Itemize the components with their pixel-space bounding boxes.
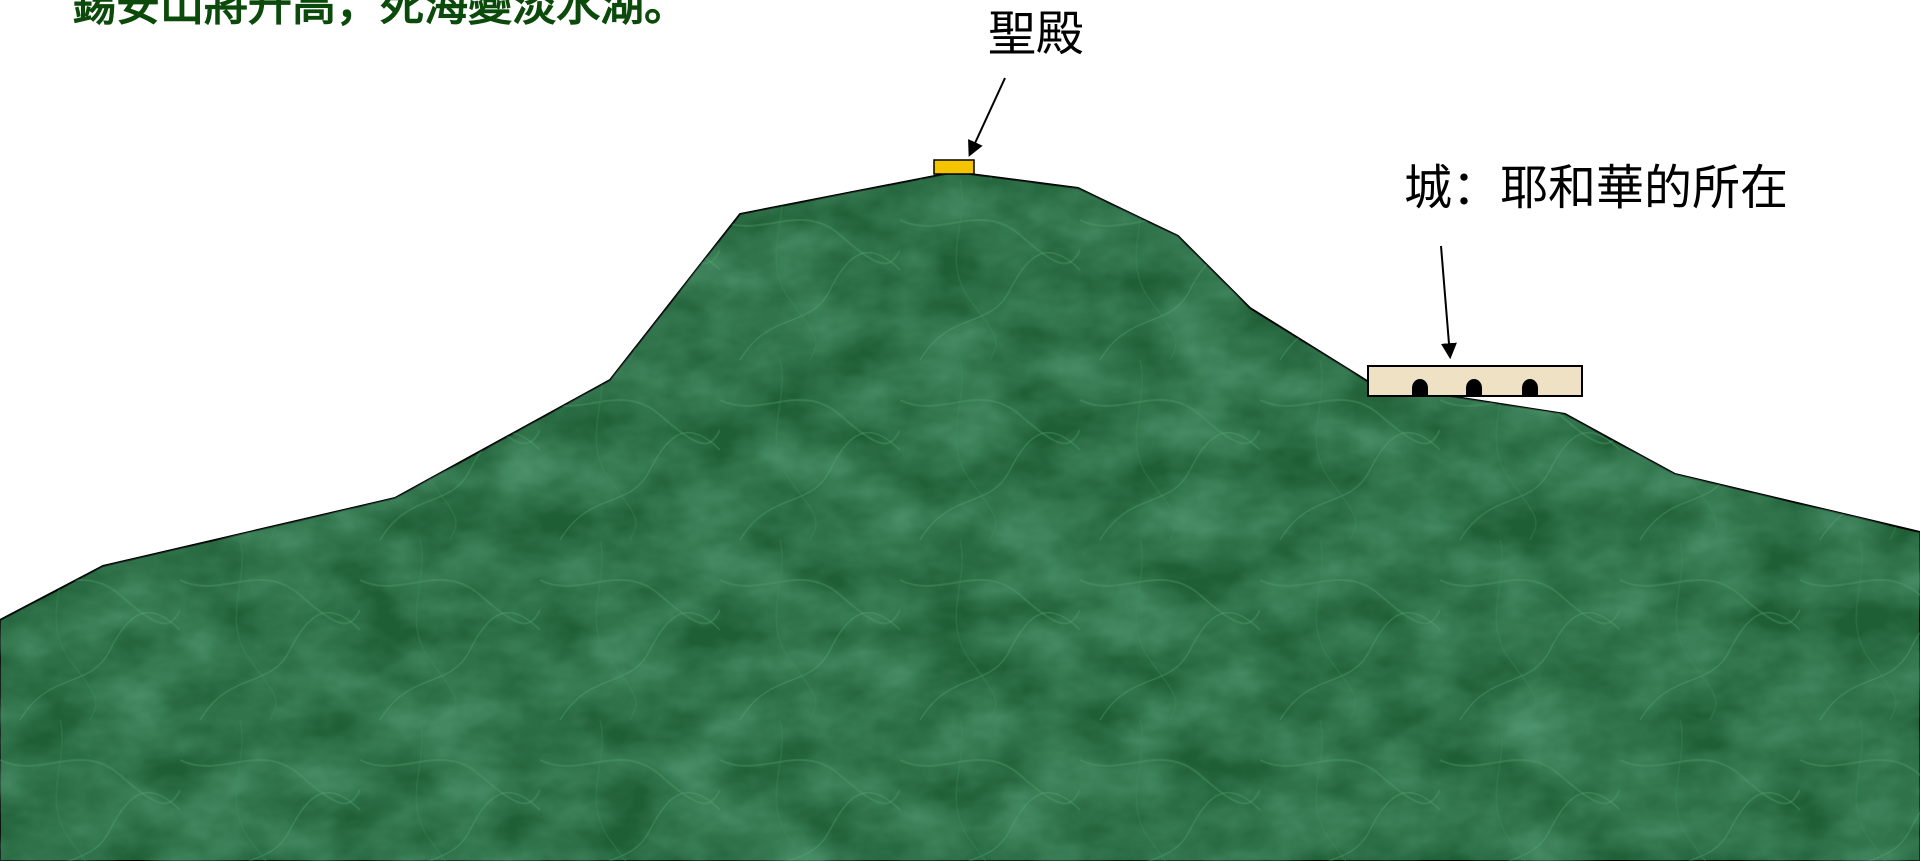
mountain-shape xyxy=(0,170,1920,861)
temple-arrow-icon xyxy=(968,77,1006,157)
heading-text: 錫安山將升高，死海變淡水湖。 xyxy=(72,0,688,31)
city-wall-icon xyxy=(1367,365,1583,397)
temple-label: 聖殿 xyxy=(988,6,1085,62)
temple-block-icon xyxy=(933,159,975,175)
city-label: 城：耶和華的所在 xyxy=(1404,160,1789,216)
city-arrow-icon xyxy=(1440,245,1457,360)
